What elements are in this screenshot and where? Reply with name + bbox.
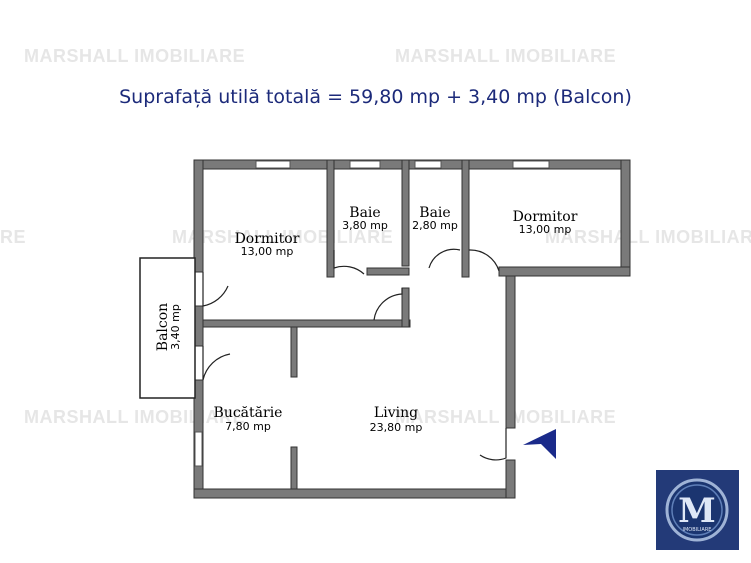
balcony-outline: [139, 257, 196, 399]
marshall-logo: M IMOBILIARE: [656, 470, 739, 550]
baie2-name: Baie: [419, 205, 450, 221]
balcon-name: Balcon: [155, 303, 171, 351]
bucatarie-area: 7,80 mp: [225, 420, 271, 433]
balcon-area: 3,40 mp: [169, 304, 182, 350]
logo-emblem: M IMOBILIARE: [665, 478, 729, 542]
entrance-arrow-icon: [523, 429, 556, 459]
baie1-area: 3,80 mp: [342, 219, 388, 232]
baie1-name: Baie: [349, 205, 380, 221]
walls: [193, 159, 631, 499]
logo-letter: M: [678, 491, 716, 531]
doors: [202, 248, 507, 461]
dormitor1-area: 13,00 mp: [241, 245, 294, 258]
living-name: Living: [374, 405, 418, 421]
baie2-area: 2,80 mp: [412, 219, 458, 232]
windows: [194, 160, 550, 467]
total-area-title: Suprafață utilă totală = 59,80 mp + 3,40…: [119, 86, 632, 108]
living-area: 23,80 mp: [370, 421, 423, 434]
logo-text: IMOBILIARE: [683, 527, 712, 533]
dormitor2-name: Dormitor: [513, 209, 578, 225]
dormitor1-name: Dormitor: [235, 231, 300, 247]
bucatarie-name: Bucătărie: [214, 405, 283, 421]
dormitor2-area: 13,00 mp: [519, 223, 572, 236]
